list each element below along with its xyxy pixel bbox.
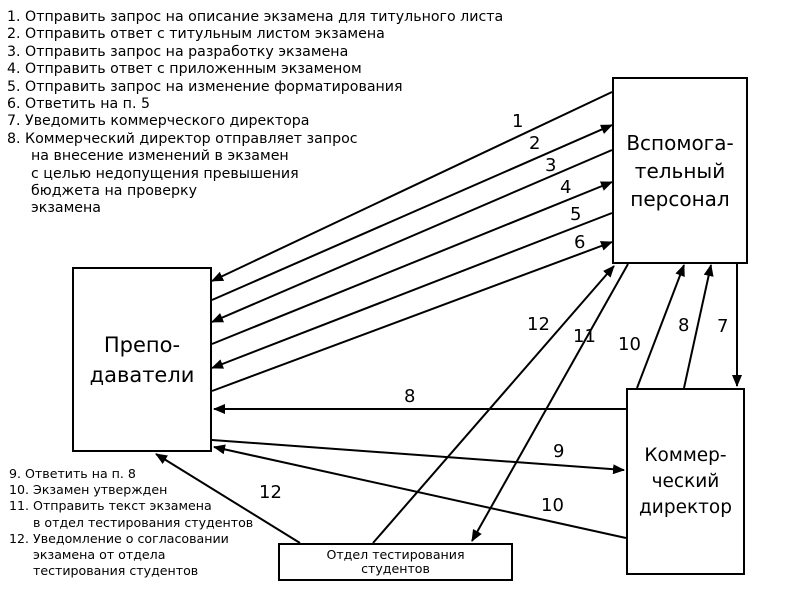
- legend-item-8-line-3: с целью недопущения превышения: [31, 165, 299, 182]
- legend-item-8-line-2: на внесение изменений в экзамен: [31, 148, 289, 165]
- arrow-label-8-left: 8: [404, 386, 415, 407]
- legend-item-7: 7. Уведомить коммерческого директора: [7, 113, 310, 130]
- arrow-4: [211, 181, 613, 345]
- legend-item-4: 4. Отправить ответ с приложенным экзамен…: [7, 61, 362, 78]
- arrow-3: [211, 149, 613, 323]
- arrow-8-up: [683, 264, 714, 389]
- arrow-label-8-up: 8: [678, 315, 689, 336]
- node-teachers: Препо- даватели: [72, 267, 212, 452]
- legend-item-2: 2. Отправить ответ с титульным листом эк…: [7, 26, 385, 43]
- arrow-label-12-left: 12: [259, 482, 282, 503]
- arrow-6: [211, 241, 613, 392]
- node-support-staff-label: Вспомога- тельный персонал: [626, 130, 734, 211]
- legend-item-8-line-4: бюджета на проверку: [31, 183, 197, 200]
- arrow-2: [211, 124, 613, 301]
- node-testing-department-label: Отдел тестирования студентов: [326, 547, 465, 576]
- legend-item-5: 5. Отправить запрос на изменение формати…: [7, 78, 403, 95]
- arrow-label-10-left: 10: [541, 495, 564, 516]
- node-commercial-director: Коммер- ческий директор: [626, 388, 745, 575]
- arrow-label-5: 5: [570, 204, 581, 225]
- legend-item-9: 9. Ответить на п. 8: [9, 466, 136, 481]
- arrow-10-left: [213, 444, 627, 539]
- arrow-12-left: [155, 453, 301, 544]
- legend-item-11-line-2: в отдел тестирования студентов: [33, 514, 254, 530]
- arrow-label-11: 11: [573, 326, 596, 347]
- arrow-label-6: 6: [574, 232, 585, 253]
- arrow-label-9: 9: [553, 441, 564, 462]
- legend-item-8: 8. Коммерческий директор отправляет запр…: [7, 130, 358, 147]
- arrow-label-4: 4: [560, 177, 571, 198]
- node-teachers-label: Препо- даватели: [89, 332, 195, 387]
- arrow-9: [211, 439, 625, 475]
- node-support-staff: Вспомога- тельный персонал: [612, 77, 748, 264]
- arrow-label-1: 1: [512, 111, 523, 132]
- legend-item-10: 10. Экзамен утвержден: [9, 482, 168, 498]
- arrow-label-3: 3: [545, 155, 556, 176]
- arrow-label-2: 2: [529, 133, 540, 154]
- legend-item-6: 6. Ответить на п. 5: [7, 96, 150, 113]
- top-legend: 1. Отправить запрос на описание экзамена…: [7, 9, 503, 218]
- arrow-label-10-up: 10: [618, 334, 641, 355]
- legend-item-12: 12. Уведомление о согласовании: [9, 530, 229, 546]
- arrow-label-7: 7: [717, 316, 728, 337]
- node-testing-department: Отдел тестирования студентов: [278, 543, 513, 581]
- arrow-12-up: [372, 265, 615, 544]
- legend-item-12-line-3: тестирования студентов: [33, 563, 199, 579]
- legend-item-1: 1. Отправить запрос на описание экзамена…: [7, 9, 504, 25]
- arrow-5: [211, 212, 613, 369]
- arrow-11: [471, 263, 629, 542]
- bottom-legend: 9. Ответить на п. 8 10. Экзамен утвержде…: [9, 466, 253, 579]
- arrow-label-12-up: 12: [527, 314, 550, 335]
- legend-item-11: 11. Отправить текст экзамена: [9, 498, 212, 514]
- arrow-10-up: [636, 264, 685, 389]
- legend-item-3: 3. Отправить запрос на разработку экзаме…: [7, 43, 349, 60]
- legend-item-12-line-2: экзамена от отдела: [33, 547, 166, 563]
- legend-item-8-line-5: экзамена: [31, 200, 101, 217]
- node-commercial-director-label: Коммер- ческий директор: [639, 444, 732, 518]
- arrow-1: [211, 91, 613, 282]
